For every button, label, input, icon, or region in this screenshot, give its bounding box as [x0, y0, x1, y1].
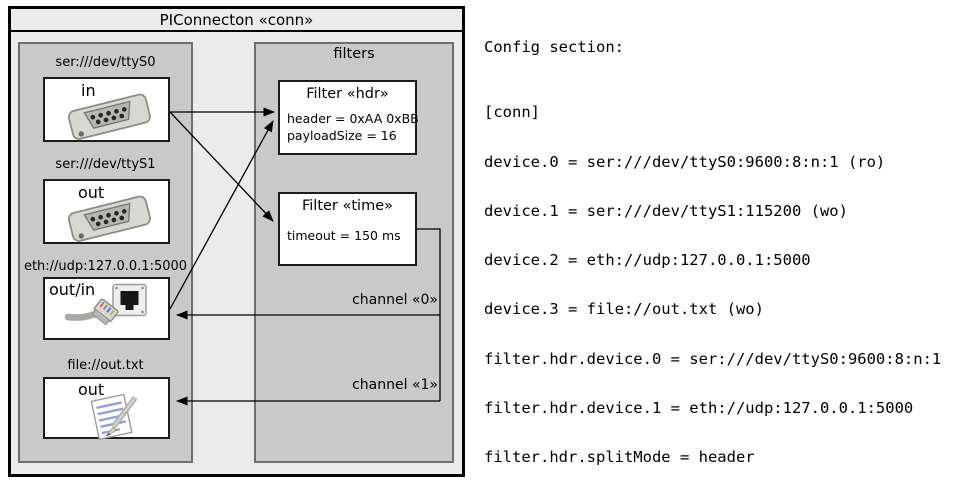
config-line: device.2 = eth://udp:127.0.0.1:5000 [484, 251, 811, 270]
filter-box-time: Filter «time» timeout = 150 ms [278, 192, 417, 266]
device-uri-label-ttys0: ser:///dev/ttyS0 [55, 55, 156, 70]
pencil-icon [105, 395, 138, 437]
serial-connector-icon [67, 195, 151, 242]
device-port-label: out [78, 380, 105, 399]
config-line: filter.hdr.device.0 = ser:///dev/ttyS0:9… [484, 349, 942, 368]
filter-box-hdr: Filter «hdr» header = 0xAA 0xBB payloadS… [278, 80, 419, 155]
config-line: [conn] [484, 103, 540, 122]
config-section: Config section: [conn] device.0 = ser://… [484, 6, 951, 484]
filters-panel-title: filters [333, 46, 375, 62]
device-uri-label-eth: eth://udp:127.0.0.1:5000 [23, 259, 188, 274]
device-uri-label-ttys1: ser:///dev/ttyS1 [55, 157, 156, 172]
serial-connector-icon [67, 93, 151, 140]
notepad-icon [90, 393, 138, 440]
device-port-label: out [78, 183, 105, 202]
filter-attribute: header = 0xAA 0xBB [287, 111, 419, 126]
config-heading: Config section: [484, 37, 624, 56]
device-port-label: in [81, 81, 96, 100]
channel-1-label: channel «1» [352, 377, 438, 393]
device-box-ttys1: out [43, 179, 170, 244]
config-line: device.1 = ser:///dev/ttyS1:115200 (wo) [484, 201, 848, 220]
filter-title: Filter «time» [301, 198, 394, 214]
filter-attribute: payloadSize = 16 [287, 128, 397, 143]
filter-attribute: timeout = 150 ms [287, 228, 401, 243]
config-line: filter.hdr.device.1 = eth://udp:127.0.0.… [484, 398, 914, 417]
ethernet-jack-icon [112, 283, 147, 317]
ethernet-cable-icon [64, 298, 119, 326]
device-uri-label-file: file://out.txt [67, 358, 144, 373]
device-box-eth: out/in [43, 277, 170, 340]
device-box-file: out [43, 377, 170, 440]
config-line: filter.hdr.splitMode = header [484, 447, 755, 466]
channel-0-label: channel «0» [352, 292, 438, 308]
config-line: device.3 = file://out.txt (wo) [484, 300, 764, 319]
config-line: device.0 = ser:///dev/ttyS0:9600:8:n:1 (… [484, 152, 886, 171]
device-port-label: out/in [49, 280, 96, 299]
filter-title: Filter «hdr» [306, 86, 389, 102]
device-box-ttys0: in [43, 77, 170, 142]
diagram-title: PIConnecton «conn» [11, 9, 462, 32]
